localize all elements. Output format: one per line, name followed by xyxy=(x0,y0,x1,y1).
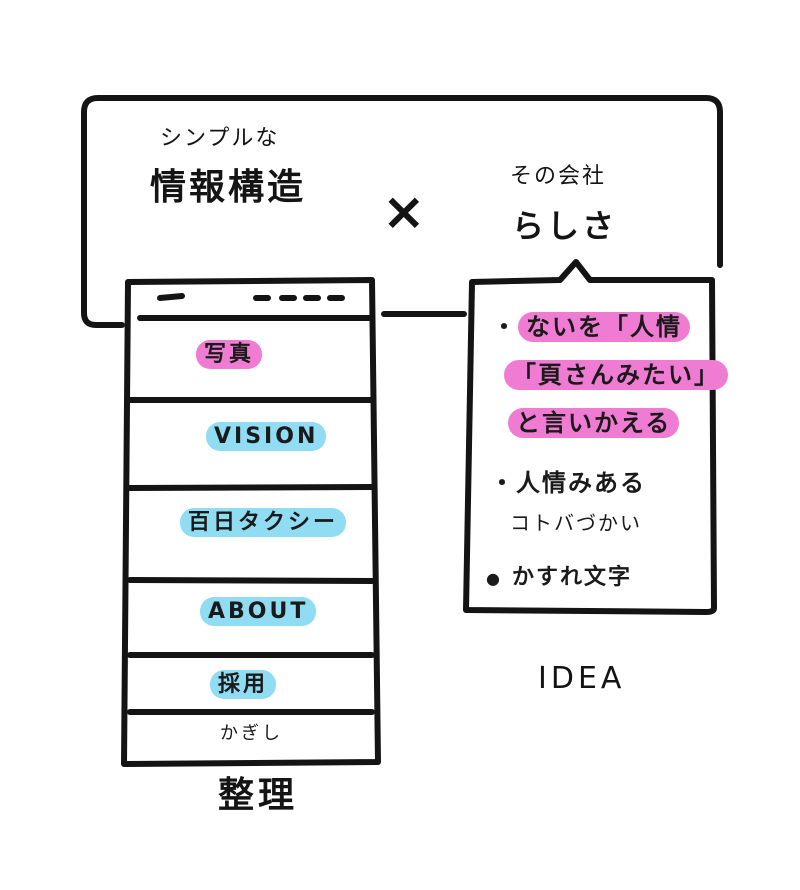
company-character-heading: らしさ xyxy=(512,207,618,245)
idea-line-3: と言いかえる xyxy=(508,408,680,439)
idea-text-1: ないを「人情 xyxy=(518,312,690,343)
info-structure-heading: 情報構造 xyxy=(150,167,307,208)
menu-item-recruit: 採用 xyxy=(210,670,277,700)
menu-item-about: ABOUT xyxy=(200,597,317,627)
bullet-dot-icon: ● xyxy=(486,569,502,588)
banner-outline xyxy=(81,95,723,328)
wireframe-phone-outline xyxy=(121,277,381,767)
idea-text-3: と言いかえる xyxy=(508,408,680,439)
idea-bubble-outline xyxy=(463,259,717,615)
idea-line-6: ● かすれ文字 xyxy=(486,565,632,590)
company-label: その会社 xyxy=(510,164,607,189)
idea-caption: IDEA xyxy=(538,661,626,696)
menu-item-kagishi: かぎし xyxy=(220,723,283,744)
simple-label: シンプルな xyxy=(160,126,280,151)
idea-line-4: ・人情みある xyxy=(490,470,646,496)
idea-line-2: 「頁さんみたい」 xyxy=(504,360,728,391)
idea-line-1: ・ないを「人情 xyxy=(492,312,690,343)
cross-icon: × xyxy=(382,182,426,242)
idea-text-5: コトバづかい xyxy=(510,511,642,535)
idea-text-4: 人情みある xyxy=(516,469,646,497)
wireframe-caption: 整理 xyxy=(218,775,299,816)
idea-text-6: かすれ文字 xyxy=(511,565,632,590)
menu-item-hyakunichi-taxi: 百日タクシー xyxy=(180,508,347,538)
idea-line-5: コトバづかい xyxy=(510,512,642,534)
menu-item-photo: 写真 xyxy=(196,340,263,370)
bullet-icon: ・ xyxy=(490,469,516,497)
menu-item-vision: VISION xyxy=(206,422,327,452)
bullet-icon: ・ xyxy=(492,313,518,341)
idea-text-2: 「頁さんみたい」 xyxy=(504,360,728,391)
